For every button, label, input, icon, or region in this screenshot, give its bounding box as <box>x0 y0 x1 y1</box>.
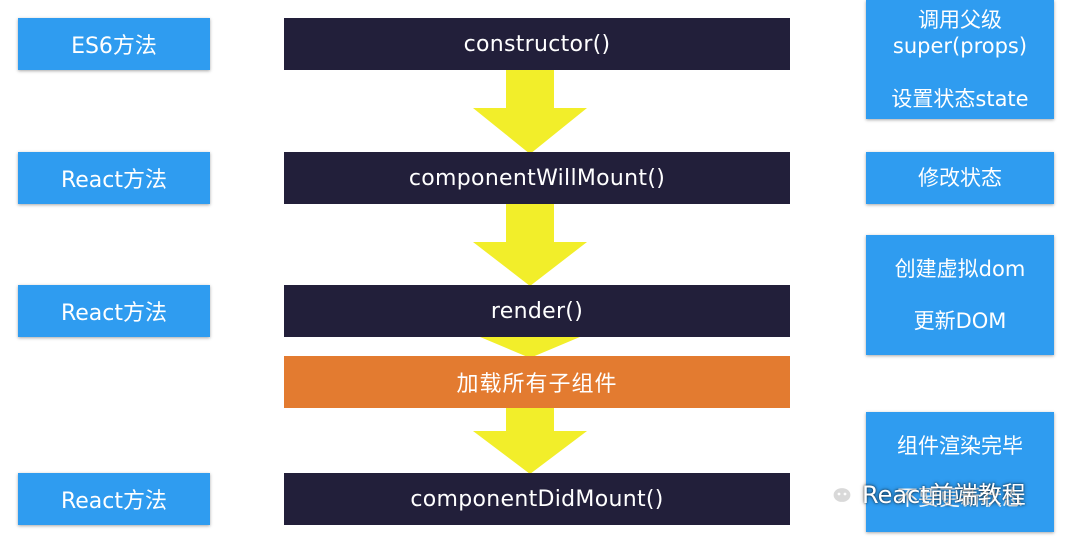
arrow-down-4 <box>473 405 587 474</box>
note-did-mount: 组件渲染完毕 不要更新状态 <box>866 412 1054 532</box>
label-es6-method: ES6方法 <box>18 18 210 70</box>
step-load-child-components: 加载所有子组件 <box>284 356 790 408</box>
arrow-down-3 <box>473 334 587 358</box>
step-component-did-mount: componentDidMount() <box>284 473 790 525</box>
watermark: React前端教程 <box>820 472 1026 512</box>
note-gap <box>866 282 1054 308</box>
step-component-will-mount: componentWillMount() <box>284 152 790 204</box>
note-render: 创建虚拟dom 更新DOM <box>866 235 1054 355</box>
note-gap <box>866 60 1054 86</box>
note-line: 组件渲染完毕 <box>897 433 1023 458</box>
wechat-icon <box>820 478 853 505</box>
watermark-text: React前端教程 <box>862 480 1026 509</box>
label-react-method-1: React方法 <box>18 152 210 204</box>
step-render: render() <box>284 285 790 337</box>
note-line: 创建虚拟dom <box>894 256 1026 281</box>
note-line: 更新DOM <box>913 309 1007 333</box>
note-line: 设置状态state <box>891 86 1029 111</box>
note-line: 修改状态 <box>918 165 1002 190</box>
note-constructor: 调用父级 super(props) 设置状态state <box>866 0 1054 119</box>
arrow-down-1 <box>473 68 587 154</box>
label-react-method-2: React方法 <box>18 285 210 337</box>
label-react-method-3: React方法 <box>18 473 210 525</box>
step-constructor: constructor() <box>284 18 790 70</box>
note-line: 调用父级 <box>918 8 1002 33</box>
note-line: super(props) <box>892 34 1028 59</box>
arrow-down-2 <box>473 202 587 286</box>
note-line: 不要更新状态 <box>897 486 1023 510</box>
note-will-mount: 修改状态 <box>866 152 1054 204</box>
